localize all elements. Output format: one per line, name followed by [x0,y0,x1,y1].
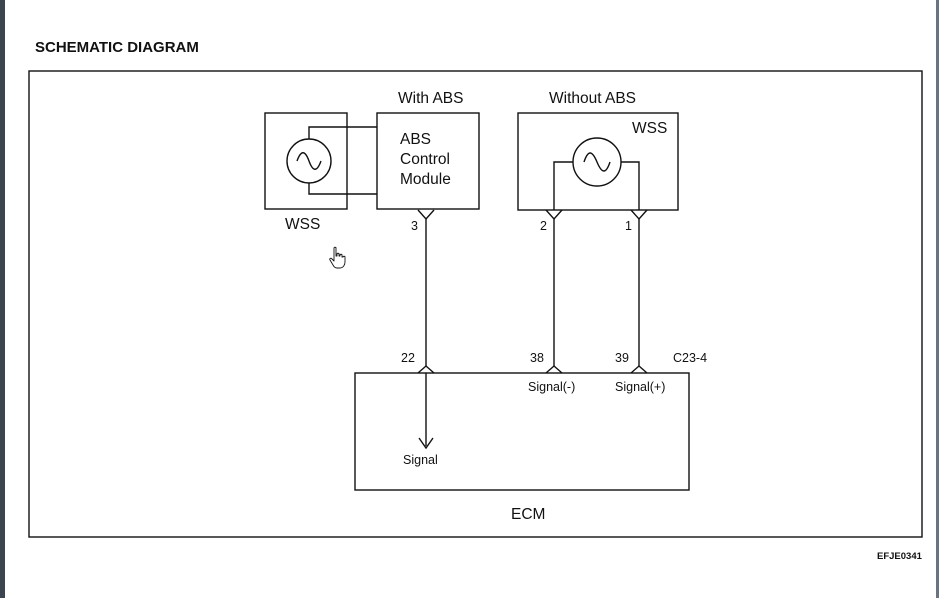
connector-mark-abs-3 [417,209,435,221]
wss-right-component [517,112,679,211]
without-abs-label: Without ABS [549,90,636,107]
signal-arrow-head [418,437,434,450]
wss-left-component [264,112,377,210]
ecm-signal-minus-label: Signal(-) [528,380,575,394]
abs-control-module-box [376,112,480,210]
connector-mark-ecm-38 [545,365,563,374]
ecm-signal-plus-label: Signal(+) [615,380,665,394]
abs-module-line-2: Control [400,151,450,168]
pin-ecm-22: 22 [401,351,415,365]
page-title: SCHEMATIC DIAGRAM [35,39,199,56]
pin-wss-1: 1 [625,219,632,233]
ecm-label: ECM [511,506,545,523]
connector-mark-ecm-22 [417,365,435,374]
wss-left-label: WSS [285,216,320,233]
hand-cursor-icon [329,246,346,269]
connector-mark-wss-2 [545,209,563,221]
pin-ecm-39: 39 [615,351,629,365]
pin-abs-3: 3 [411,219,418,233]
connector-id-label: C23-4 [673,351,707,365]
ecm-signal-label: Signal [403,453,438,467]
connector-mark-wss-1 [630,209,648,221]
with-abs-label: With ABS [398,90,463,107]
pin-wss-2: 2 [540,219,547,233]
ecm-box [354,372,690,491]
diagram-frame [28,70,923,538]
abs-module-line-3: Module [400,171,451,188]
window-right-edge [936,0,939,598]
abs-module-line-1: ABS [400,131,431,148]
sine-wave-icon [286,138,332,184]
wss-right-label: WSS [632,120,667,137]
window-left-edge [0,0,5,598]
pin-ecm-38: 38 [530,351,544,365]
sine-wave-icon [572,137,622,187]
figure-code: EFJE0341 [877,551,923,562]
connector-mark-ecm-39 [630,365,648,374]
